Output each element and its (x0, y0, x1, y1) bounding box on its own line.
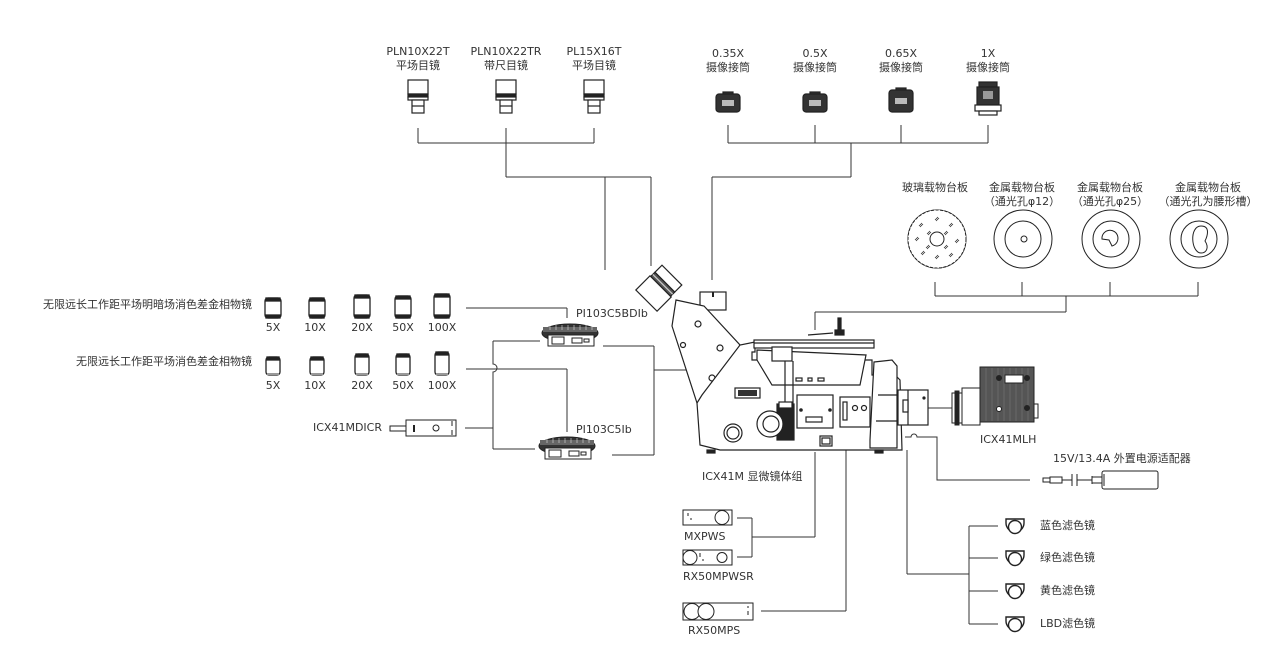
camera-adapter-icon (888, 87, 914, 113)
filter-label: 蓝色滤色镜 (1040, 519, 1095, 532)
power-adapter-icon (1042, 470, 1159, 490)
objective-icon (394, 295, 412, 319)
polarizer-rx50mpwsr-icon (682, 549, 733, 566)
objective-icon (265, 356, 281, 376)
camera-adapter-connector-lines (711, 125, 989, 280)
objective-icon (433, 293, 451, 319)
objective-mag: 10X (304, 321, 326, 334)
polarizer-label: RX50MPS (688, 624, 741, 637)
stage-plate-line1: 玻璃载物台板 (902, 181, 968, 194)
eyepiece-2: PLN10X22TR 带尺目镜 (461, 45, 551, 73)
stage-plate-icon (907, 209, 967, 269)
camera-adapter-model: 0.65X (884, 47, 918, 60)
dic-slider-icon (389, 419, 457, 437)
camera-adapter-model: 1X (980, 47, 996, 60)
filter-label: 绿色滤色镜 (1040, 551, 1095, 564)
microscope-body-icon (634, 264, 929, 454)
eyepiece-icon (583, 79, 605, 114)
nosepiece-lower-icon (538, 436, 596, 460)
eyepiece-icon (407, 79, 429, 114)
camera-adapter-name: 摄像接筒 (879, 61, 923, 74)
filter-icon (1005, 616, 1025, 633)
camera-adapter-icon (974, 81, 1002, 116)
polarizer-connector-lines (737, 440, 847, 612)
eyepiece-1: PLN10X22T 平场目镜 (378, 45, 458, 73)
objective-icon (395, 353, 411, 376)
stage-plate-connector-lines (814, 282, 1199, 330)
eyepiece-connector-lines (417, 128, 652, 270)
objective-mag: 20X (351, 321, 373, 334)
stage-plate-line1: 金属载物台板 (989, 181, 1055, 194)
eyepiece-name: 平场目镜 (396, 59, 440, 72)
objective-icon (354, 353, 370, 376)
stage-plate-icon (1081, 209, 1141, 269)
eyepiece-model: PL15X16T (566, 45, 622, 58)
nosepiece-lower-label: PI103C5Ib (576, 423, 632, 436)
filter-label: LBD滤色镜 (1040, 617, 1096, 630)
objective-mag: 5X (265, 379, 281, 392)
filter-icon (1005, 518, 1025, 535)
eyepiece-name: 带尺目镜 (484, 59, 528, 72)
objective-group-1-name: 无限远长工作距平场明暗场消色差金相物镜 (43, 298, 252, 311)
objective-mag: 10X (304, 379, 326, 392)
stage-plate-line2: （通光孔φ25） (1071, 195, 1149, 208)
eyepiece-name: 平场目镜 (572, 59, 616, 72)
camera-adapter-name: 摄像接筒 (706, 61, 750, 74)
objective-icon (434, 351, 450, 376)
nosepiece-upper-label: PI103C5BDIb (576, 307, 648, 320)
polarizer-rx50mps-icon (682, 602, 754, 621)
objective-group-2-name: 无限远长工作距平场消色差金相物镜 (76, 355, 252, 368)
polarizer-mxpws-icon (682, 509, 733, 526)
filter-connector-lines (906, 450, 998, 625)
camera-adapter-icon (802, 91, 828, 113)
eyepiece-icon (495, 79, 517, 114)
nosepiece-upper-icon (541, 323, 599, 347)
objective-icon (308, 297, 326, 319)
objective-mag: 20X (351, 379, 373, 392)
objective-mag: 50X (392, 379, 414, 392)
objective-mag: 100X (427, 379, 457, 392)
stage-plate-line2: （通光孔φ12） (983, 195, 1061, 208)
lamp-house-label: ICX41MLH (980, 433, 1037, 446)
stage-plate-1: 玻璃载物台板 (890, 181, 980, 195)
camera-adapter-name: 摄像接筒 (793, 61, 837, 74)
stage-plate-icon (1169, 209, 1229, 269)
stage-plate-line1: 金属载物台板 (1175, 181, 1241, 194)
eyepiece-model: PLN10X22TR (470, 45, 542, 58)
camera-adapter-icon (715, 91, 741, 113)
polarizer-label: RX50MPWSR (683, 570, 754, 583)
camera-adapter-4: 1X 摄像接筒 (953, 47, 1023, 75)
polarizer-label: MXPWS (684, 530, 726, 543)
camera-adapter-3: 0.65X 摄像接筒 (866, 47, 936, 75)
objective-mag: 5X (265, 321, 281, 334)
filter-icon (1005, 550, 1025, 567)
camera-adapter-1: 0.35X 摄像接筒 (693, 47, 763, 75)
objective-icon (309, 356, 325, 376)
objective-icon (353, 294, 371, 319)
power-adapter-label: 15V/13.4A 外置电源适配器 (1053, 452, 1191, 465)
lamp-house-icon (951, 366, 1039, 426)
camera-adapter-model: 0.35X (711, 47, 745, 60)
stage-plate-line1: 金属载物台板 (1077, 181, 1143, 194)
filter-icon (1005, 583, 1025, 600)
power-connector-line (905, 433, 1030, 481)
stage-plate-2: 金属载物台板 （通光孔φ12） (972, 181, 1072, 209)
camera-adapter-name: 摄像接筒 (966, 61, 1010, 74)
filter-label: 黄色滤色镜 (1040, 584, 1095, 597)
dic-slider-label: ICX41MDICR (313, 421, 382, 434)
stage-plate-3: 金属载物台板 （通光孔φ25） (1060, 181, 1160, 209)
stage-plate-line2: （通光孔为腰形槽） (1158, 195, 1258, 208)
camera-adapter-2: 0.5X 摄像接筒 (780, 47, 850, 75)
objective-mag: 50X (392, 321, 414, 334)
eyepiece-3: PL15X16T 平场目镜 (554, 45, 634, 73)
objective-mag: 100X (427, 321, 457, 334)
objective-icon (264, 297, 282, 319)
eyepiece-model: PLN10X22T (386, 45, 450, 58)
microscope-body-label: ICX41M 显微镜体组 (702, 470, 803, 483)
stage-plate-icon (993, 209, 1053, 269)
stage-plate-4: 金属载物台板 （通光孔为腰形槽） (1143, 181, 1273, 209)
camera-adapter-model: 0.5X (802, 47, 828, 60)
